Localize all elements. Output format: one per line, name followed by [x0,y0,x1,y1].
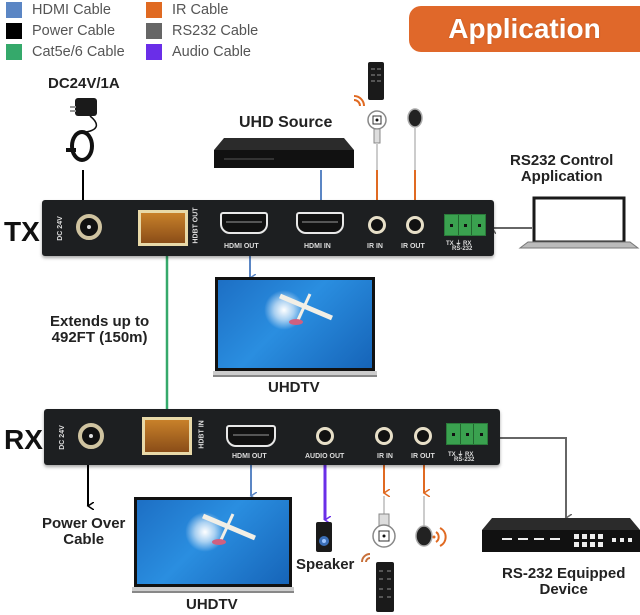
power-over-line1: Power Over [42,515,126,532]
uhd-source-label: UHD Source [239,114,333,131]
legend-swatch [6,2,22,18]
power-adapter-icon [66,98,98,162]
legend-ir: IR Cable [146,2,228,18]
airplane-icon [202,513,256,545]
tx-panel: DC 24V HDBT OUT HDMI OUT HDMI IN IR IN I… [42,200,494,256]
airplane-icon [279,293,333,325]
legend-label: Audio Cable [172,44,251,60]
tx-rs232-terminal[interactable] [444,214,486,236]
application-banner: Application [409,6,640,52]
tx-rs232-label: RS-232 [452,246,473,252]
legend-label: IR Cable [172,2,229,18]
rs232-cable-rx [500,437,566,518]
extends-line1: Extends up to [50,313,150,330]
uhdtv-top-stand [213,371,377,377]
rx-dc-label: DC 24V [58,425,66,450]
ir-signal-icon [353,95,365,107]
tx-ir-out-jack[interactable] [406,216,424,234]
legend-swatch [146,2,162,18]
ir-rx-devices [361,496,447,612]
tx-dc-label: DC 24V [56,216,64,241]
uhdtv-top-label: UHDTV [268,379,320,396]
tx-tag: TX [4,216,40,247]
tx-hdbt-label: HDBT OUT [192,207,200,244]
rx-rs232-label: RS-232 [454,457,475,463]
tx-ir-out-label: IR OUT [401,243,425,250]
tx-rs232-pins-label: TX ⏚ RX [446,241,472,247]
ir-signal-icon [361,553,371,563]
rx-audio-out-jack[interactable] [316,427,334,445]
tx-ir-in-jack[interactable] [368,216,386,234]
legend-label: RS232 Cable [172,23,259,39]
tx-ir-in-label: IR IN [367,243,383,250]
tx-dc-jack[interactable] [76,214,102,240]
uhdtv-bottom-screen [134,497,292,587]
speaker-label: Speaker [296,556,355,573]
tx-hdmi-out-port[interactable] [220,212,268,234]
ir-tx-devices [353,62,423,170]
power-over-line2: Cable [63,530,105,548]
rx-audio-out-label: AUDIO OUT [305,453,345,460]
rx-ir-out-label: IR OUT [411,453,435,460]
legend-audio: Audio Cable [146,44,251,60]
rx-ir-in-jack[interactable] [375,427,393,445]
tx-hdbt-port[interactable] [138,210,188,246]
blu-ray-player-icon [214,138,354,168]
tx-hdmi-in-label: HDMI IN [304,243,331,250]
legend-swatch [6,23,22,39]
speaker-icon [316,522,332,552]
legend-rs232: RS232 Cable [146,23,258,39]
remote-control-icon [368,62,384,100]
rx-rs232-pins-label: TX ⏚ RX [448,452,474,458]
rx-hdbt-label: HDBT IN [198,420,206,449]
rx-ir-out-jack[interactable] [414,427,432,445]
legend-cat: Cat5e/6 Cable [6,44,125,60]
rs232-device-line2: Device [539,580,588,598]
rs232-control-line1: RS232 Control [510,152,614,169]
legend-label: HDMI Cable [32,2,111,18]
rs232-device-line1: RS-232 Equipped [502,565,626,582]
rx-hdbt-port[interactable] [142,417,192,455]
legend-swatch [146,23,162,39]
rs232-device-icon [482,518,640,552]
remote-control-icon [376,562,394,612]
power-adapter-label: DC24V/1A [48,75,120,92]
legend-label: Cat5e/6 Cable [32,44,125,60]
rx-ir-in-label: IR IN [377,453,393,460]
rx-hdmi-out-label: HDMI OUT [232,453,267,460]
rx-hdmi-out-port[interactable] [226,425,276,447]
tx-hdmi-in-port[interactable] [296,212,344,234]
tx-hdmi-out-label: HDMI OUT [224,243,259,250]
uhdtv-bottom-stand [132,587,294,593]
laptop-icon [518,196,640,249]
rx-dc-jack[interactable] [78,423,104,449]
legend-swatch [6,44,22,60]
rs232-control-line2: Application [520,167,603,185]
legend-label: Power Cable [32,23,116,39]
uhdtv-bottom-label: UHDTV [186,596,238,613]
ir-emitter-icon [407,108,423,128]
legend-power: Power Cable [6,23,115,39]
rx-rs232-terminal[interactable] [446,423,488,445]
ir-emitter-icon [415,525,433,547]
extends-line2: 492FT (150m) [51,328,148,346]
legend-swatch [146,44,162,60]
uhdtv-top-screen [215,277,375,371]
ir-signal-icon [435,527,447,547]
rx-tag: RX [4,424,43,455]
rx-panel: DC 24V HDBT IN HDMI OUT AUDIO OUT IR IN … [44,409,500,465]
ir-receiver-icon [378,513,390,527]
legend-hdmi: HDMI Cable [6,2,111,18]
